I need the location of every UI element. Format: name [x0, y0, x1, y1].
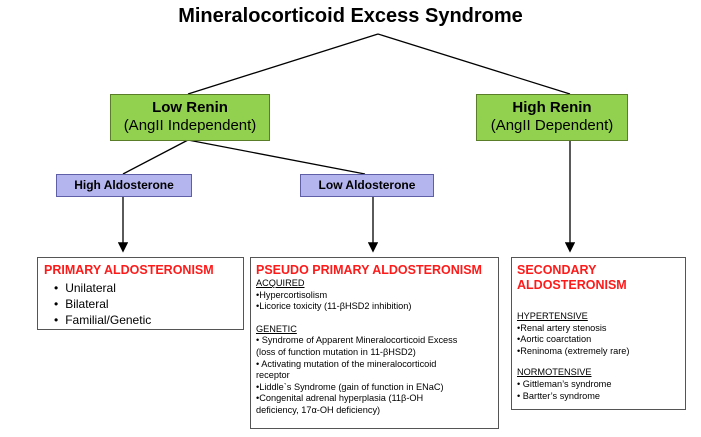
line-title-to-high-renin: [377, 33, 571, 95]
list-item: •Liddle`s Syndrome (gain of function in …: [256, 381, 444, 392]
list-item: (loss of function mutation in 11-βHSD2): [256, 346, 416, 357]
acquired-heading: ACQUIRED: [256, 278, 305, 288]
secondary-title-line2: ALDOSTERONISM: [517, 278, 627, 292]
line-low-renin-to-high-aldo: [122, 139, 189, 175]
low-renin-label: Low Renin: [152, 99, 228, 116]
pseudo-primary-box: PSEUDO PRIMARY ALDOSTERONISM ACQUIRED •H…: [250, 257, 499, 429]
primary-title: PRIMARY ALDOSTERONISM: [44, 263, 214, 277]
list-item: •Aortic coarctation: [517, 334, 592, 345]
low-renin-sublabel: (AngII Independent): [123, 117, 257, 134]
normotensive-heading: NORMOTENSIVE: [517, 367, 592, 378]
list-item: • Activating mutation of the mineralocor…: [256, 358, 437, 369]
pseudo-acquired-section: ACQUIRED •Hypercortisolism •Licorice tox…: [256, 278, 498, 313]
list-item: Unilateral: [54, 280, 243, 296]
line-title-to-low-renin: [187, 33, 379, 95]
list-item: • Bartter’s syndrome: [517, 390, 601, 401]
low-renin-box: Low Renin (AngII Independent): [110, 94, 270, 141]
list-item: •Hypercortisolism: [256, 289, 328, 300]
secondary-aldosteronism-box: SECONDARY ALDOSTERONISM HYPERTENSIVE •Re…: [511, 257, 686, 410]
secondary-title: SECONDARY ALDOSTERONISM: [517, 263, 685, 293]
low-aldosterone-box: Low Aldosterone: [300, 174, 434, 197]
hypertensive-section: HYPERTENSIVE •Renal artery stenosis •Aor…: [517, 311, 685, 357]
list-item: Familial/Genetic: [54, 312, 243, 328]
hypertensive-heading: HYPERTENSIVE: [517, 311, 588, 321]
genetic-heading: GENETIC: [256, 323, 297, 334]
primary-aldosteronism-box: PRIMARY ALDOSTERONISM Unilateral Bilater…: [37, 257, 244, 330]
secondary-title-line1: SECONDARY: [517, 263, 597, 277]
list-item: • Syndrome of Apparent Mineralocorticoid…: [256, 335, 458, 346]
pseudo-title: PSEUDO PRIMARY ALDOSTERONISM: [256, 263, 482, 277]
pseudo-genetic-section: GENETIC • Syndrome of Apparent Mineraloc…: [256, 324, 498, 417]
high-renin-label: High Renin: [512, 99, 592, 116]
normotensive-section: NORMOTENSIVE • Gittleman’s syndrome • Ba…: [517, 367, 685, 402]
page-title: Mineralocorticoid Excess Syndrome: [178, 5, 523, 27]
list-item: Bilateral: [54, 296, 243, 312]
high-renin-box: High Renin (AngII Dependent): [476, 94, 628, 141]
list-item: •Renal artery stenosis: [517, 322, 607, 333]
list-item: receptor: [256, 370, 290, 381]
line-low-renin-to-low-aldo: [187, 139, 366, 175]
list-item: •Congenital adrenal hyperplasia (11β-OH: [256, 393, 424, 404]
high-aldosterone-box: High Aldosterone: [56, 174, 192, 197]
list-item: • Gittleman’s syndrome: [517, 378, 612, 389]
list-item: deficiency, 17α-OH deficiency): [256, 404, 381, 415]
list-item: •Licorice toxicity (11-βHSD2 inhibition): [256, 301, 412, 312]
list-item: •Reninoma (extremely rare): [517, 345, 630, 356]
primary-list: Unilateral Bilateral Familial/Genetic: [44, 280, 243, 328]
high-renin-sublabel: (AngII Dependent): [490, 117, 614, 134]
